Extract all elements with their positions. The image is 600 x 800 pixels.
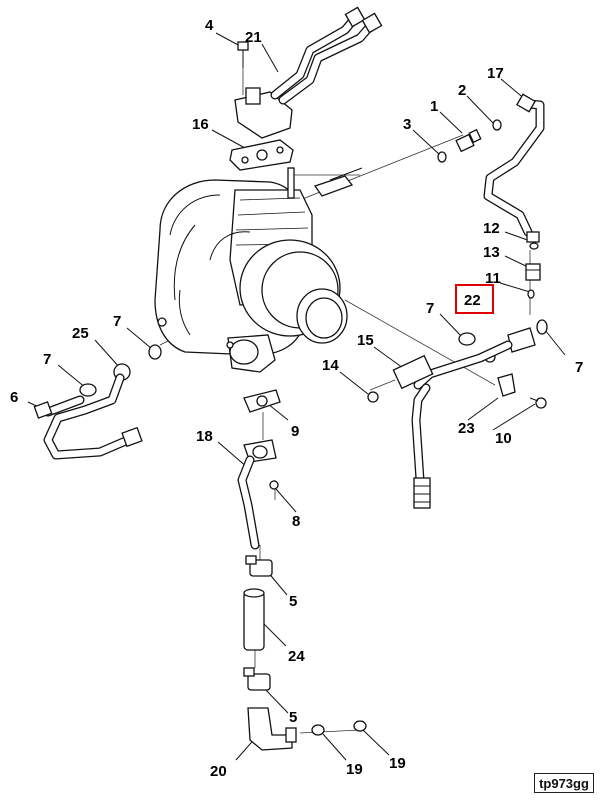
callout-17: 17 — [487, 65, 504, 82]
callout-20: 20 — [210, 763, 227, 780]
callout-7-left-lower: 7 — [43, 351, 51, 368]
elbow-fitting-part-20 — [247, 707, 297, 751]
callout-4: 4 — [205, 17, 214, 34]
callout-10: 10 — [495, 430, 512, 447]
oil-drain-tube — [237, 439, 279, 550]
callout-3: 3 — [403, 116, 411, 133]
o-ring-part-11 — [527, 289, 535, 299]
callout-21: 21 — [245, 29, 262, 46]
callout-labels: 4 21 16 3 1 2 17 12 13 11 7 7 7 7 25 6 1… — [10, 17, 583, 780]
callout-24: 24 — [288, 648, 305, 665]
oil-supply-line — [483, 93, 545, 243]
callout-6: 6 — [10, 389, 18, 406]
callout-7-right: 7 — [575, 359, 583, 376]
callout-12: 12 — [483, 220, 500, 237]
callout-19-right: 19 — [389, 755, 406, 772]
callout-5-lower: 5 — [289, 709, 297, 726]
highlight-box — [455, 284, 494, 314]
o-ring-part-19a — [311, 724, 325, 736]
callout-11: 11 — [485, 270, 501, 287]
actuator-valve-assembly — [229, 41, 294, 171]
o-ring-part-3 — [437, 151, 447, 163]
callout-7-left-upper: 7 — [113, 313, 121, 330]
o-ring-part-2 — [492, 119, 502, 131]
callout-22: 22 — [464, 292, 481, 309]
callout-15: 15 — [357, 332, 374, 349]
actuator-hoses — [270, 6, 383, 105]
callout-9: 9 — [291, 423, 299, 440]
callout-19-left: 19 — [346, 761, 363, 778]
callout-13: 13 — [483, 244, 500, 261]
callout-8: 8 — [292, 513, 300, 530]
turbocharger-housing — [154, 167, 363, 373]
assembly-lines — [159, 55, 531, 734]
oil-return-line-right — [367, 319, 548, 509]
callout-5-upper: 5 — [289, 593, 297, 610]
o-ring-part-19b — [353, 720, 367, 732]
callout-7-center: 7 — [426, 300, 434, 317]
callout-25: 25 — [72, 325, 89, 342]
reference-code: tp973gg — [539, 775, 589, 791]
callout-16: 16 — [192, 116, 209, 133]
callout-23: 23 — [458, 420, 475, 437]
o-ring-part-12 — [529, 242, 539, 250]
leader-lines — [27, 32, 566, 761]
drain-coupling-lower — [243, 667, 271, 691]
fitting-part-13 — [525, 263, 541, 281]
fitting-part-1 — [455, 128, 482, 153]
callout-14: 14 — [322, 357, 339, 374]
callout-2: 2 — [458, 82, 466, 99]
callout-1: 1 — [430, 98, 438, 115]
highlighted-callout-22[interactable]: 22 — [455, 284, 494, 314]
drain-tube-part-24 — [243, 588, 265, 651]
gasket-part-9 — [243, 389, 281, 413]
left-coolant-line — [33, 344, 162, 460]
reference-code-box: tp973gg — [534, 773, 594, 793]
callout-18: 18 — [196, 428, 213, 445]
drain-coupling-upper — [245, 555, 273, 577]
